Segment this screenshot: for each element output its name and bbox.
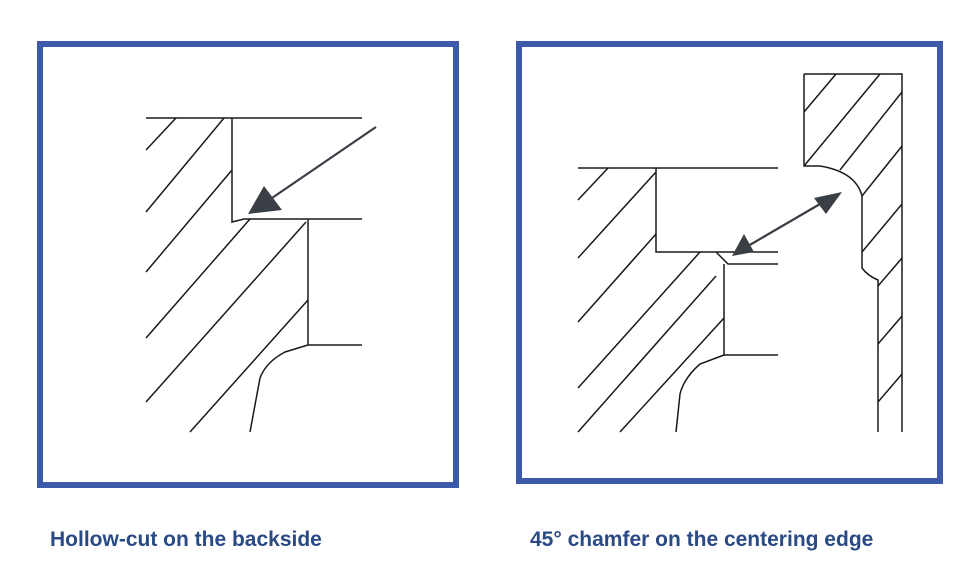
chamfer-diagram — [577, 73, 903, 433]
arrow-head-upper-icon — [814, 192, 842, 214]
arrow-head-icon — [248, 186, 282, 214]
double-arrow-shaft — [747, 203, 821, 247]
part-outline — [578, 167, 778, 433]
centering-part-outline — [803, 73, 903, 432]
panel-hollow-cut — [37, 41, 459, 488]
hollow-cut-diagram — [145, 117, 377, 433]
arrow-head-lower-icon — [732, 234, 754, 256]
part-outline — [146, 117, 362, 433]
caption-hollow-cut: Hollow-cut on the backside — [50, 528, 322, 551]
hatch-lines — [145, 117, 309, 433]
hatch-lines — [577, 167, 725, 433]
caption-chamfer: 45° chamfer on the centering edge — [530, 528, 874, 551]
panel-chamfer — [516, 41, 943, 484]
arrow-shaft — [271, 126, 377, 199]
centering-hatch-lines — [803, 73, 903, 403]
